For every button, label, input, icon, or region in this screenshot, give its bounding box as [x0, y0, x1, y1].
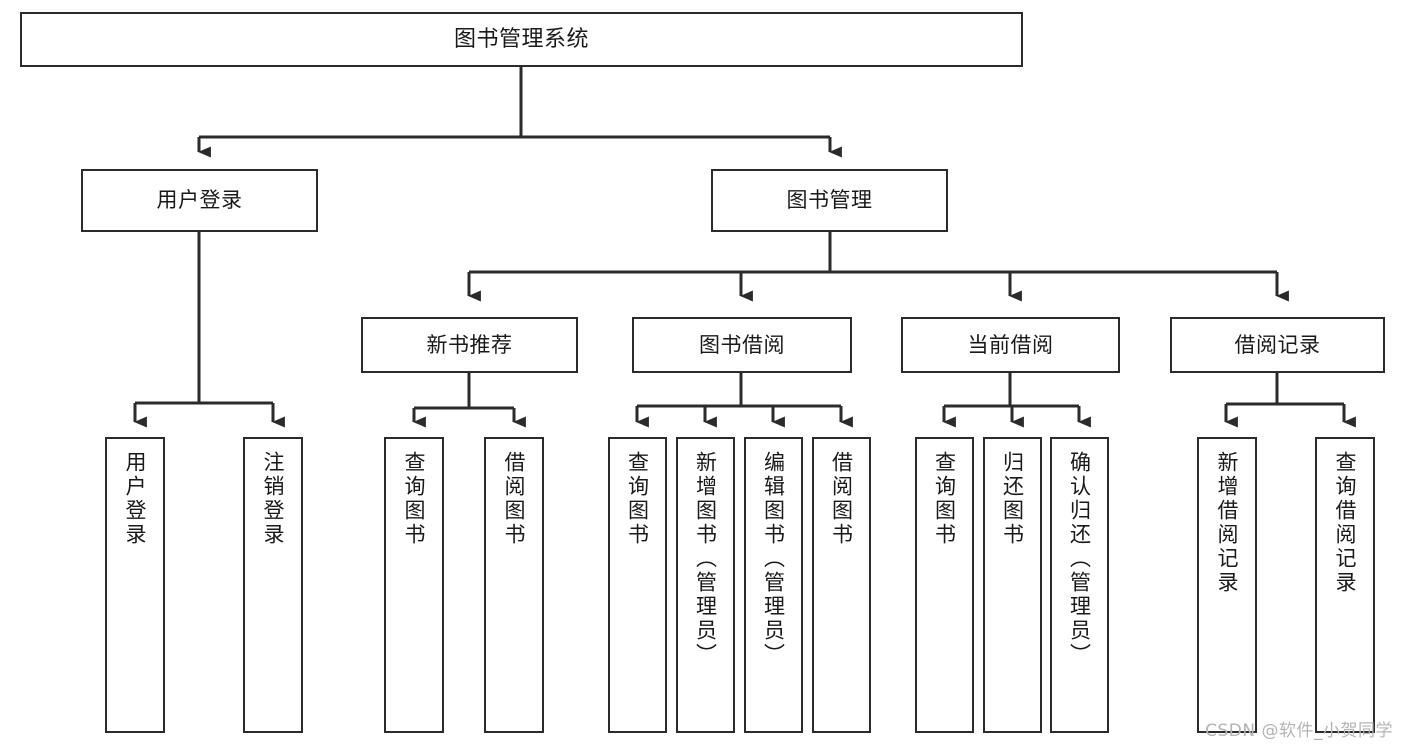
node-leaf-borrow-book-2-label: 借阅图书: [829, 451, 854, 547]
node-leaf-user-login[interactable]: 用户登录: [105, 437, 165, 733]
node-book-manage-label: 图书管理: [786, 188, 873, 213]
node-leaf-confirm-return-label: 确认归还（管理员）: [1067, 451, 1092, 667]
node-book-borrow[interactable]: 图书借阅: [632, 317, 852, 373]
node-book-manage[interactable]: 图书管理: [711, 169, 948, 232]
node-leaf-query-record-label: 查询借阅记录: [1333, 451, 1358, 595]
node-leaf-user-login-label: 用户登录: [123, 451, 148, 547]
node-leaf-logout-login[interactable]: 注销登录: [243, 437, 303, 733]
node-leaf-query-book-3[interactable]: 查询图书: [915, 437, 974, 733]
node-current-borrow[interactable]: 当前借阅: [901, 317, 1120, 373]
node-new-book-recommend-label: 新书推荐: [426, 332, 513, 357]
node-current-borrow-label: 当前借阅: [967, 332, 1054, 357]
node-leaf-add-book-label: 新增图书（管理员）: [693, 451, 718, 667]
node-book-borrow-label: 图书借阅: [699, 332, 785, 357]
node-user-login-label: 用户登录: [156, 188, 243, 213]
node-leaf-query-book-2[interactable]: 查询图书: [608, 437, 667, 733]
node-leaf-confirm-return[interactable]: 确认归还（管理员）: [1050, 437, 1109, 733]
node-leaf-borrow-book-1-label: 借阅图书: [502, 451, 527, 547]
node-leaf-borrow-book-1[interactable]: 借阅图书: [484, 437, 544, 733]
node-new-book-recommend[interactable]: 新书推荐: [361, 317, 578, 373]
node-root[interactable]: 图书管理系统: [20, 12, 1023, 67]
node-leaf-add-record-label: 新增借阅记录: [1215, 451, 1240, 595]
node-leaf-logout-login-label: 注销登录: [261, 451, 286, 547]
watermark-text: CSDN @软件_小贺同学: [1205, 721, 1393, 741]
node-leaf-return-book[interactable]: 归还图书: [983, 437, 1042, 733]
node-leaf-query-record[interactable]: 查询借阅记录: [1315, 437, 1375, 733]
node-borrow-record[interactable]: 借阅记录: [1170, 317, 1385, 373]
node-leaf-add-record[interactable]: 新增借阅记录: [1197, 437, 1257, 733]
node-leaf-query-book-3-label: 查询图书: [932, 451, 957, 547]
node-leaf-borrow-book-2[interactable]: 借阅图书: [812, 437, 871, 733]
node-borrow-record-label: 借阅记录: [1234, 332, 1321, 357]
node-user-login[interactable]: 用户登录: [81, 169, 318, 232]
node-leaf-query-book-1-label: 查询图书: [402, 451, 427, 547]
node-leaf-edit-book[interactable]: 编辑图书（管理员）: [744, 437, 803, 733]
node-leaf-edit-book-label: 编辑图书（管理员）: [761, 451, 786, 667]
node-leaf-query-book-2-label: 查询图书: [625, 451, 650, 547]
node-leaf-add-book[interactable]: 新增图书（管理员）: [676, 437, 735, 733]
node-leaf-query-book-1[interactable]: 查询图书: [384, 437, 444, 733]
node-leaf-return-book-label: 归还图书: [1000, 451, 1025, 547]
node-root-label: 图书管理系统: [453, 26, 589, 52]
